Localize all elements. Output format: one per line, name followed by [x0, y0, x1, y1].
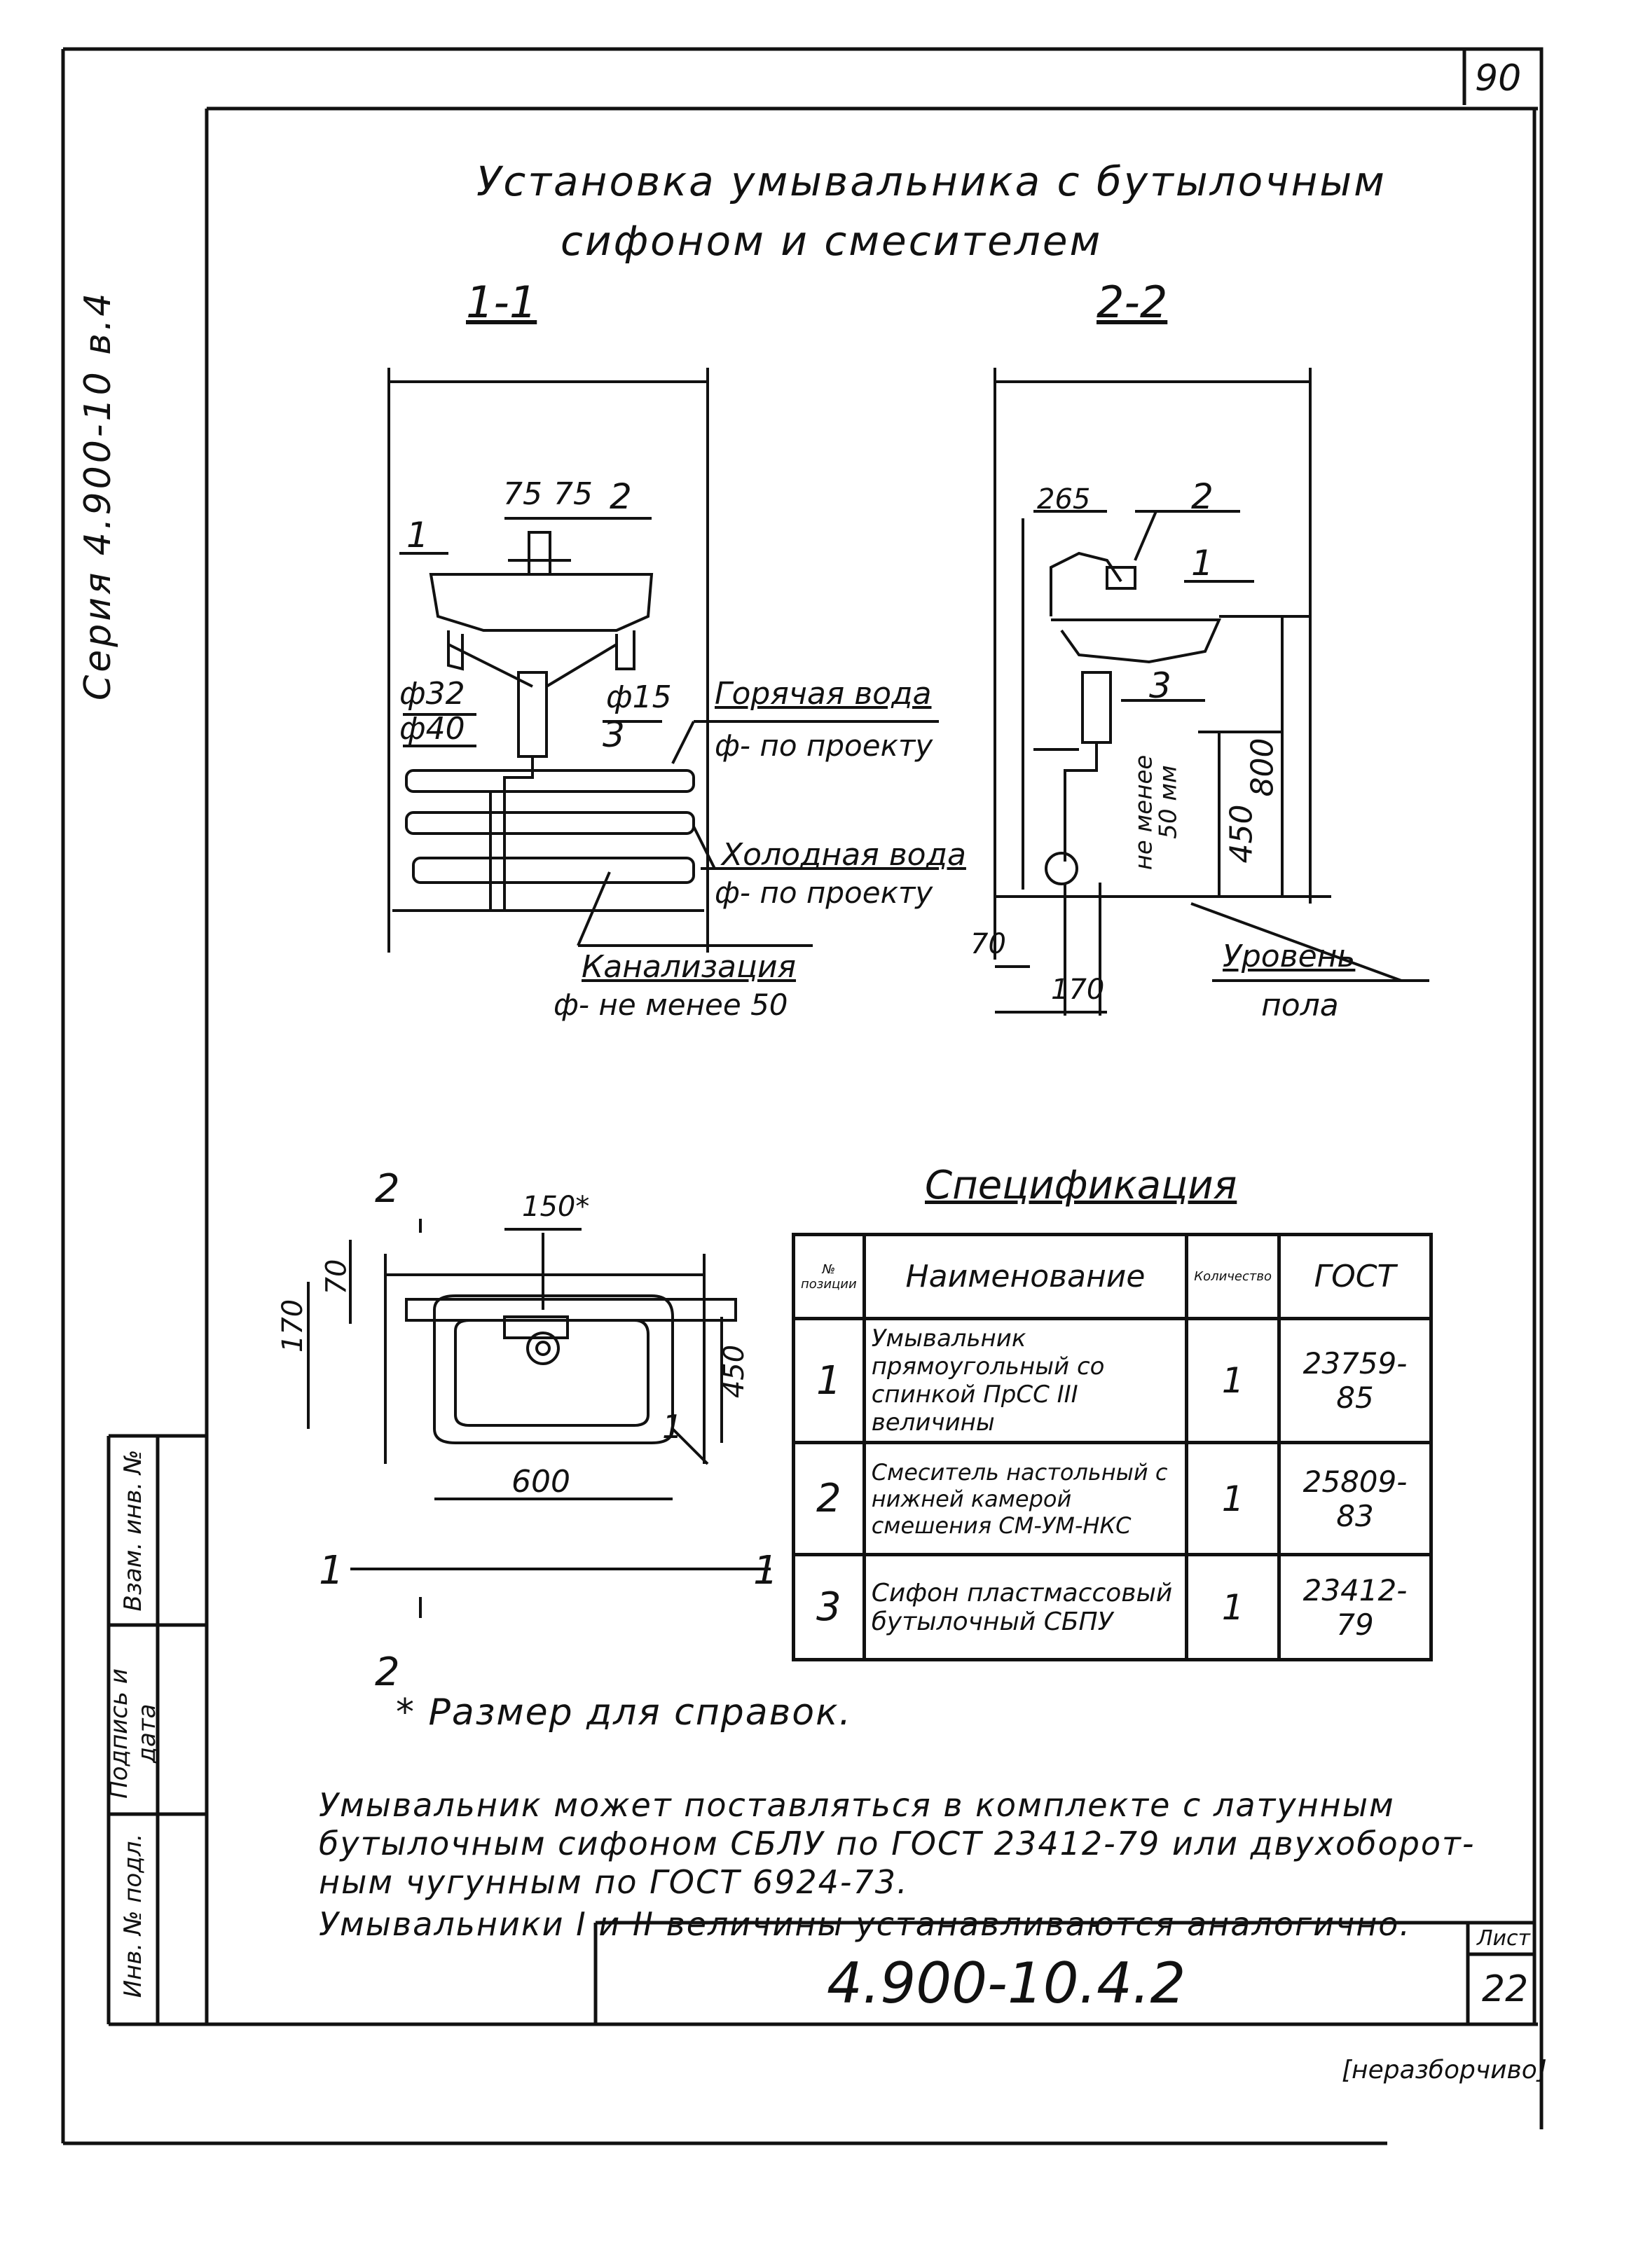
spec-row-2-pos: 2 — [792, 1441, 866, 1556]
note-line-3: ным чугунным по ГОСТ 6924-73. — [319, 1863, 909, 1901]
s22-dim-170: 170 — [1051, 974, 1105, 1006]
s11-dia-15: ф15 — [606, 679, 672, 715]
s11-dia-40: ф40 — [399, 711, 465, 747]
s11-dia-32: ф32 — [399, 676, 465, 712]
section-label-1-1: 1-1 — [466, 277, 537, 328]
note-line-1: Умывальник может поставляться в комплект… — [319, 1786, 1395, 1824]
hot-water-label: Горячая вода — [715, 676, 932, 712]
plan-dim-170: 170 — [277, 1299, 310, 1353]
hot-water-diameter: ф- по проекту — [715, 728, 933, 763]
plan-dim-600: 600 — [511, 1464, 570, 1500]
sheet-top-number: 90 — [1475, 57, 1522, 99]
plan-cut-1-left: 1 — [319, 1548, 344, 1593]
section-1-1-drawing — [387, 368, 939, 953]
plan-dim-70: 70 — [320, 1259, 353, 1295]
spec-row-1-qty: 1 — [1185, 1317, 1281, 1444]
spec-row-2-qty: 1 — [1185, 1441, 1281, 1556]
s11-callout-2: 2 — [610, 476, 632, 517]
spec-row-1-name: Умывальник прямоугольный со спинкой ПрСС… — [862, 1317, 1189, 1444]
footnote: * Размер для справок. — [396, 1692, 853, 1734]
spec-table: № позиции Наименование Количество ГОСТ 1… — [792, 1233, 1433, 1661]
side-column-inv: Инв. № подл. — [119, 1833, 147, 1998]
s11-callout-3: 3 — [603, 714, 625, 755]
side-column-signature: Подпись и дата — [105, 1668, 161, 1799]
s11-callout-1: 1 — [406, 515, 429, 555]
spec-row-3-pos: 3 — [792, 1553, 866, 1661]
note-line-2: бутылочным сифоном СБЛУ по ГОСТ 23412-79… — [319, 1825, 1476, 1862]
spec-row-3-qty: 1 — [1185, 1553, 1281, 1661]
cold-water-label: Холодная вода — [722, 837, 966, 873]
s22-dim-70: 70 — [970, 928, 1006, 960]
sewer-label: Канализация — [582, 949, 797, 985]
note-line-4: Умывальники I и II величины устанавливаю… — [319, 1905, 1412, 1943]
s22-callout-3: 3 — [1149, 665, 1171, 706]
spec-title: Спецификация — [925, 1163, 1237, 1208]
cold-water-diameter: ф- по проекту — [715, 876, 933, 910]
plan-dim-450: 450 — [718, 1344, 751, 1399]
sheet-label: Лист — [1477, 1926, 1531, 1951]
spec-row-1-pos: 1 — [792, 1317, 866, 1444]
spec-header-pos: № позиции — [792, 1233, 866, 1320]
plan-callout-1: 1 — [662, 1408, 683, 1446]
s22-dim-50mm: 50 мм — [1154, 765, 1183, 839]
s22-callout-1: 1 — [1191, 543, 1214, 583]
drawing-title-line-2: сифоном и смесителем — [561, 217, 1103, 265]
plan-drawing — [307, 1219, 771, 1618]
spec-row-1-gost: 23759-85 — [1277, 1317, 1433, 1444]
s22-not-less: не менее — [1129, 754, 1158, 871]
section-2-2-drawing — [994, 368, 1429, 1016]
s11-dim-75b: 75 — [554, 476, 593, 512]
plan-cut-1-right: 1 — [753, 1548, 778, 1593]
plan-cut-2-bottom: 2 — [375, 1650, 400, 1695]
sheet-number: 22 — [1482, 1968, 1529, 2010]
spec-header-gost: ГОСТ — [1277, 1233, 1433, 1320]
s22-callout-2: 2 — [1191, 476, 1214, 517]
spec-row-2-gost: 25809-83 — [1277, 1441, 1433, 1556]
plan-cut-2-top: 2 — [375, 1166, 400, 1212]
spec-row: 1 Умывальник прямоугольный со спинкой Пр… — [792, 1317, 1433, 1444]
spec-header-row: № позиции Наименование Количество ГОСТ — [792, 1233, 1433, 1320]
s11-dim-75a: 75 — [503, 476, 542, 512]
section-label-2-2: 2-2 — [1097, 277, 1168, 328]
s22-dim-450: 450 — [1223, 804, 1260, 864]
floor-level-label-2: пола — [1261, 988, 1339, 1023]
side-series-text: Серия 4.900-10 в.4 — [77, 290, 119, 701]
floor-level-label-1: Уровень — [1223, 939, 1356, 974]
spec-row: 2 Смеситель настольный с нижней камерой … — [792, 1441, 1433, 1556]
drawing-title-line-1: Установка умывальника с бутылочным — [476, 158, 1387, 205]
sewer-diameter: ф- не менее 50 — [554, 988, 788, 1022]
side-column-replaced: Взам. инв. № — [119, 1449, 147, 1612]
spec-row-3-name: Сифон пластмассовый бутылочный СБПУ — [862, 1553, 1189, 1661]
spec-header-qty: Количество — [1185, 1233, 1281, 1320]
plan-dim-150: 150* — [522, 1191, 590, 1223]
bottom-right-mark: [неразборчиво] — [1342, 2056, 1547, 2084]
spec-row-2-name: Смеситель настольный с нижней камерой см… — [862, 1441, 1189, 1556]
doc-code: 4.900-10.4.2 — [827, 1951, 1186, 2016]
spec-row: 3 Сифон пластмассовый бутылочный СБПУ 1 … — [792, 1553, 1433, 1661]
spec-row-3-gost: 23412-79 — [1277, 1553, 1433, 1661]
spec-header-name: Наименование — [862, 1233, 1189, 1320]
s22-dim-265: 265 — [1037, 483, 1091, 516]
s22-dim-800: 800 — [1244, 738, 1281, 797]
